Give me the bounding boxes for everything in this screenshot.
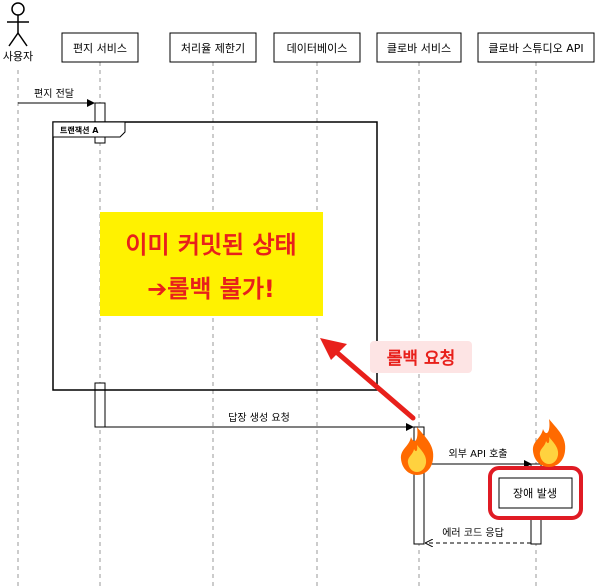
committed-callout: 이미 커밋된 상태 ➔롤백 불가! — [100, 212, 323, 316]
svg-text:에러 코드 응답: 에러 코드 응답 — [442, 527, 504, 539]
activation-clova-service — [413, 426, 425, 545]
activation-letter-service-bottom — [94, 382, 106, 428]
svg-text:트랜잭션 A: 트랜잭션 A — [60, 125, 99, 135]
message-generate-reply: 답장 생성 요청 — [105, 412, 414, 431]
participant-rate-limiter: 처리율 제한기 — [169, 32, 257, 63]
svg-text:편지 서비스: 편지 서비스 — [73, 42, 127, 55]
svg-text:데이터베이스: 데이터베이스 — [287, 42, 348, 55]
participant-letter-service: 편지 서비스 — [61, 32, 139, 63]
fire-icon — [532, 419, 566, 467]
svg-text:이미 커밋된 상태: 이미 커밋된 상태 — [125, 231, 296, 259]
message-external-api-call: 외부 API 호출 — [424, 448, 532, 468]
transaction-frame: 트랜잭션 A — [52, 121, 378, 391]
svg-text:➔롤백 불가!: ➔롤백 불가! — [147, 275, 275, 303]
svg-text:롤백 요청: 롤백 요청 — [387, 348, 455, 369]
svg-text:장애 발생: 장애 발생 — [513, 487, 557, 500]
person-icon — [7, 2, 29, 47]
svg-text:답장 생성 요청: 답장 생성 요청 — [228, 412, 290, 424]
svg-text:처리율 제한기: 처리율 제한기 — [181, 42, 245, 55]
svg-text:클로바 스튜디오 API: 클로바 스튜디오 API — [488, 42, 583, 55]
participant-clova-studio-api: 클로바 스튜디오 API — [477, 32, 595, 63]
red-arrow-icon — [320, 338, 416, 421]
svg-text:외부 API 호출: 외부 API 호출 — [449, 448, 508, 460]
svg-text:편지 전달: 편지 전달 — [34, 88, 74, 100]
failure-box: 장애 발생 — [488, 466, 583, 520]
message-deliver-letter: 편지 전달 — [18, 88, 95, 107]
rollback-request-badge: 롤백 요청 — [370, 341, 472, 373]
message-error-response: 에러 코드 응답 — [426, 527, 531, 543]
lifelines — [17, 62, 537, 588]
participant-clova-service: 클로바 서비스 — [376, 32, 462, 63]
svg-text:클로바 서비스: 클로바 서비스 — [387, 42, 451, 55]
participant-user: 사용자 — [3, 50, 33, 63]
participant-database: 데이터베이스 — [273, 32, 361, 63]
